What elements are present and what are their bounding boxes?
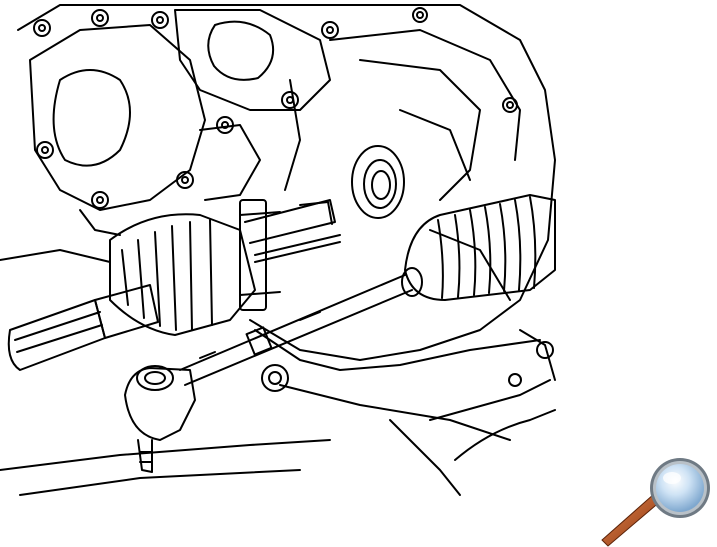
magnifier-icon xyxy=(601,458,710,547)
zoom-button[interactable] xyxy=(596,456,717,547)
subframe xyxy=(0,249,556,496)
steering-boot xyxy=(401,194,556,301)
axle-seal xyxy=(351,145,405,219)
transaxle-housing xyxy=(17,4,556,361)
tie-rod xyxy=(179,274,413,386)
tie-rod-end xyxy=(124,365,196,473)
drive-axle xyxy=(7,199,341,371)
